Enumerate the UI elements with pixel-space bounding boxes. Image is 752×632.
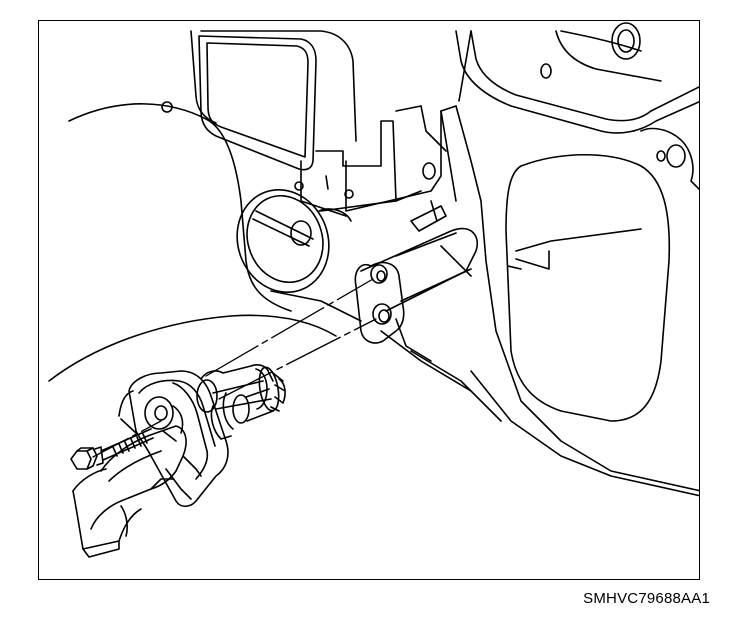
housing-upper-rib xyxy=(201,31,356,141)
housing-large-opening xyxy=(506,155,669,421)
housing-center-rib xyxy=(316,121,396,201)
cylinder-bracket xyxy=(129,371,228,506)
mounting-bolt xyxy=(71,429,153,469)
figure-code-caption: SMHVC79688AA1 xyxy=(583,590,710,607)
housing-top-edge xyxy=(191,31,216,123)
clutch-actuator-illustration xyxy=(39,21,700,580)
mount-hole-upper xyxy=(371,265,387,283)
diagram-frame xyxy=(38,20,700,580)
housing-bore xyxy=(223,177,351,306)
bell-housing-outline xyxy=(69,104,291,311)
release-fork-shaft xyxy=(355,201,477,361)
release-cylinder xyxy=(73,365,285,557)
housing-window-left xyxy=(199,36,316,170)
transmission-housing xyxy=(49,23,700,496)
housing-mount-ear xyxy=(641,129,700,191)
bolt-threads xyxy=(113,434,147,456)
mount-hole-lower xyxy=(373,304,391,324)
bracket-boss xyxy=(145,397,173,429)
housing-lower-skirt xyxy=(49,315,336,381)
actuator-mount-plate xyxy=(355,263,403,343)
boot-ribs xyxy=(271,373,285,411)
housing-window-right xyxy=(456,31,700,133)
